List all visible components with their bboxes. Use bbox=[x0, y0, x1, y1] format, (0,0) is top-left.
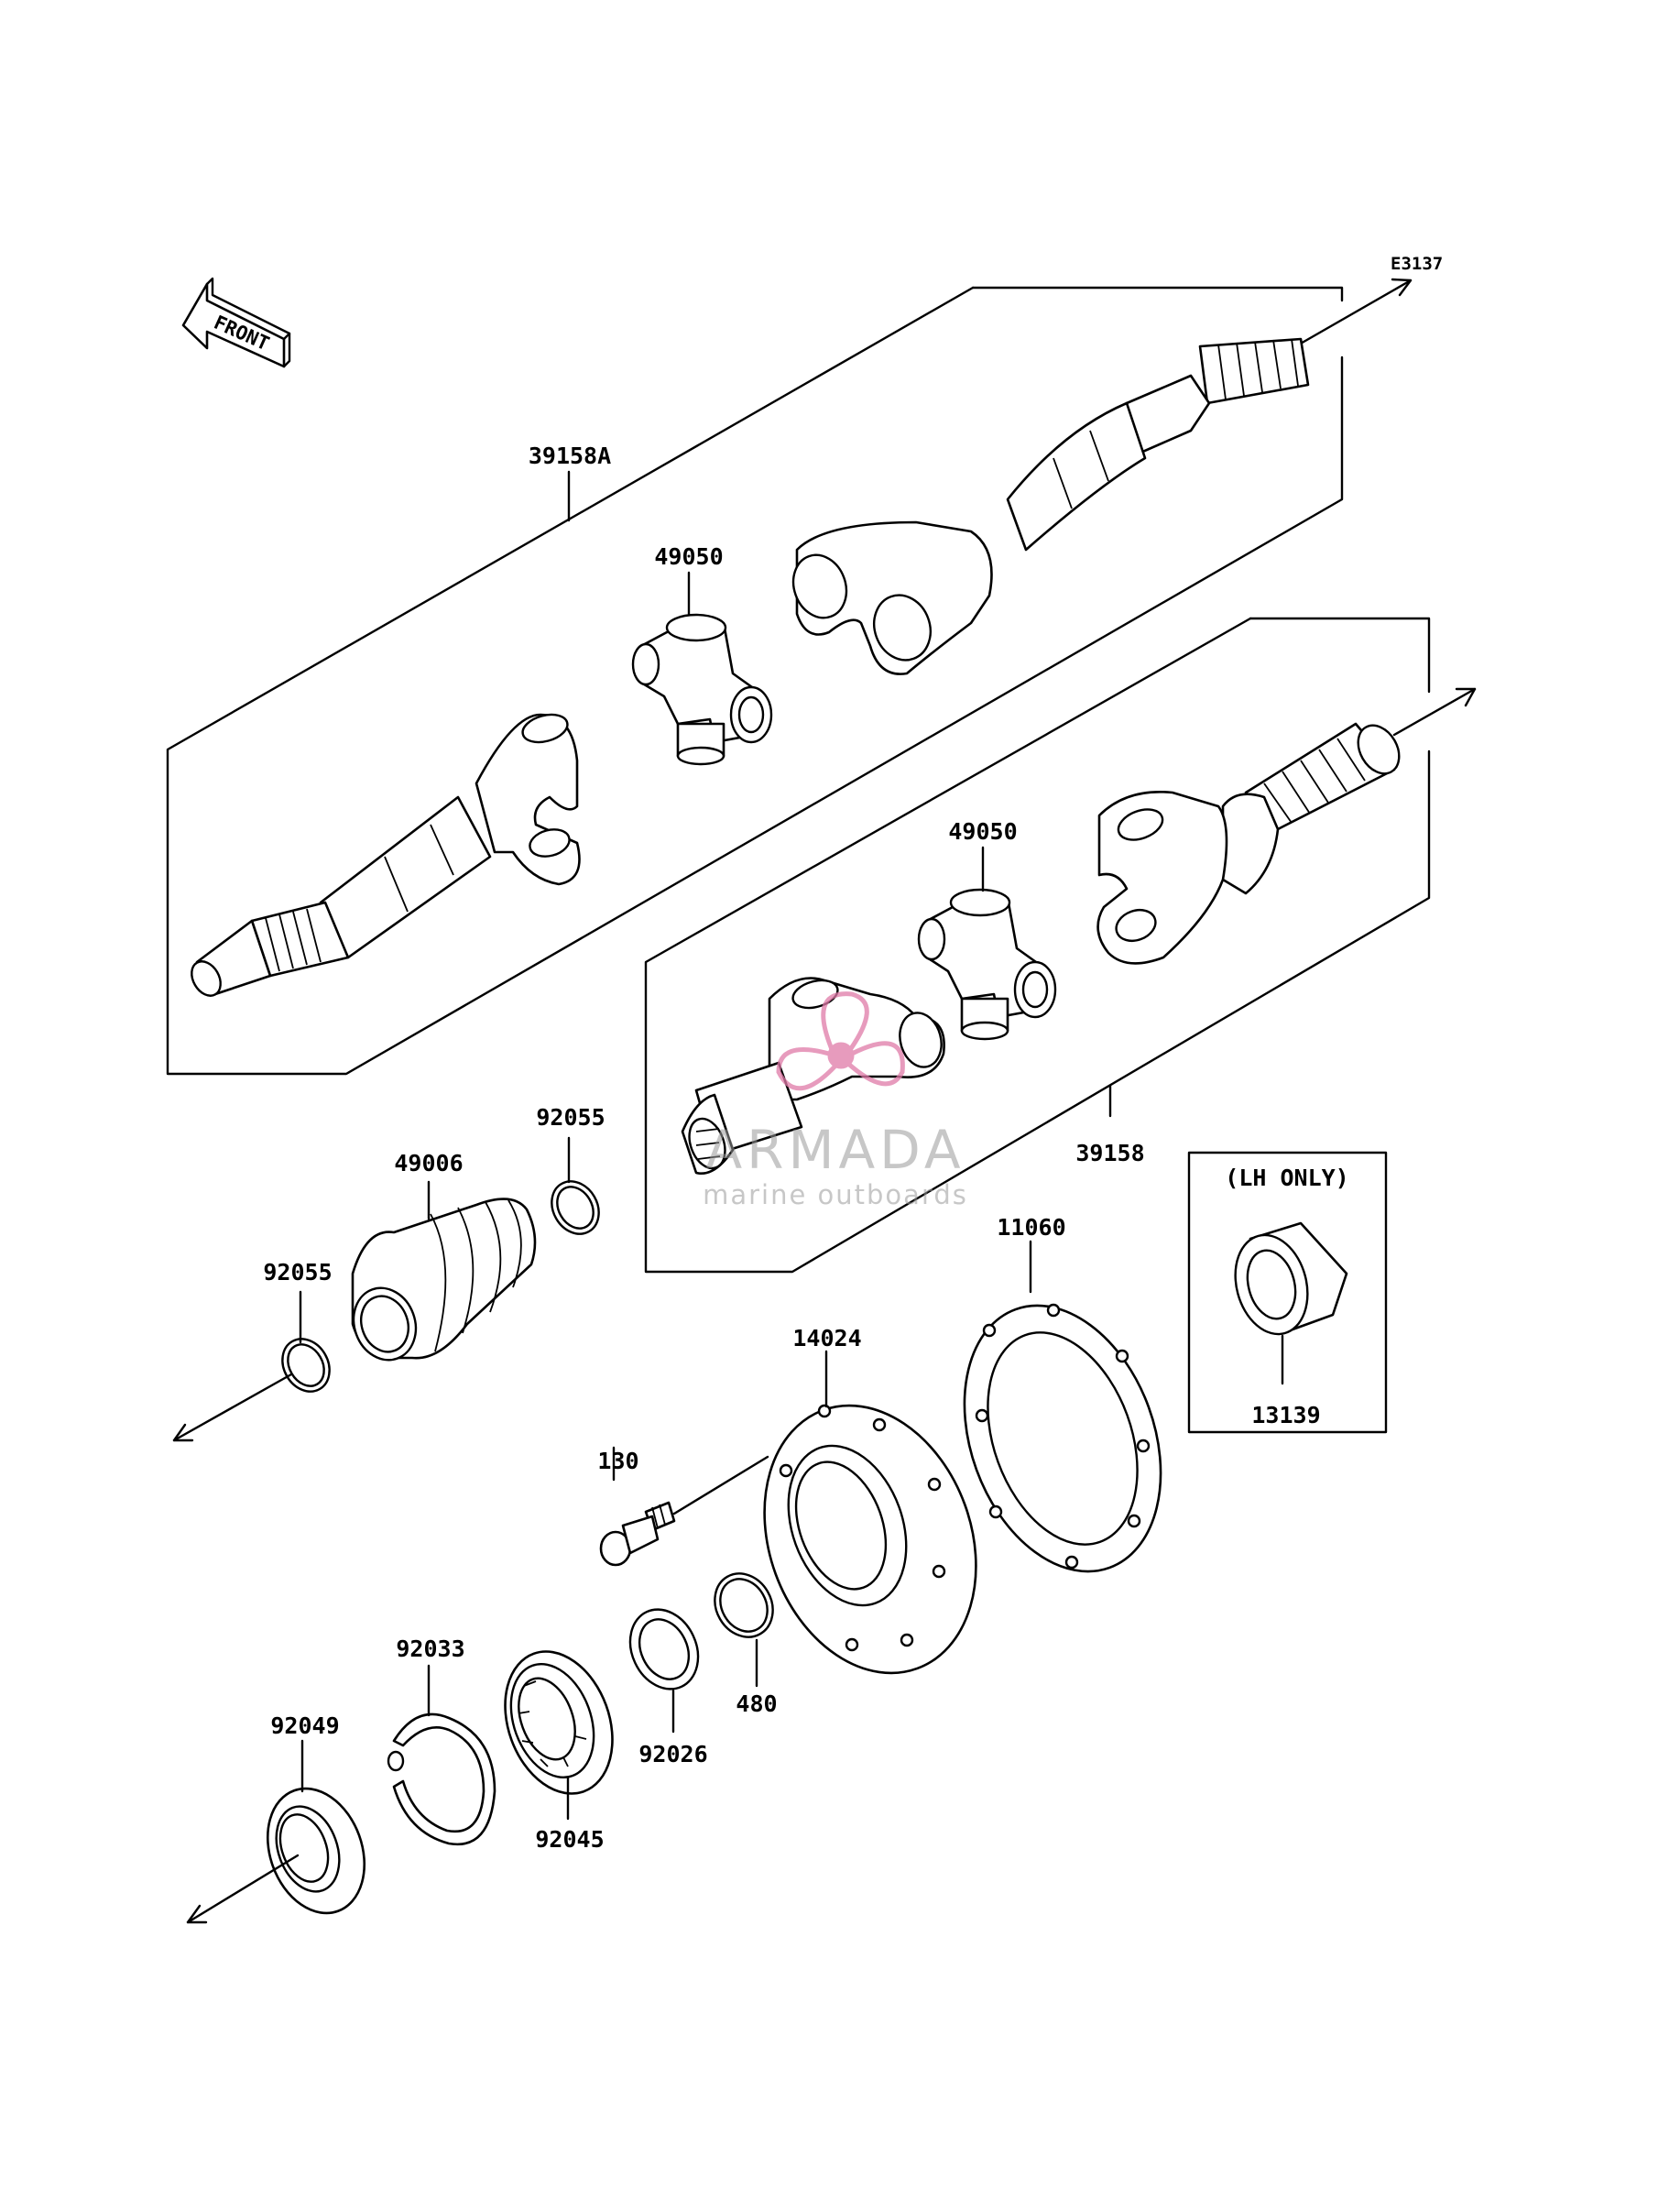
universal-joint-b bbox=[917, 888, 1057, 1041]
callout-39158: 39158 bbox=[1075, 1140, 1144, 1166]
shaft-assembly-a-frame bbox=[166, 278, 1413, 1076]
front-arrow-icon: FRONT bbox=[181, 277, 291, 368]
watermark: ARMADA marine outboards bbox=[703, 991, 968, 1210]
lh-only-box: (LH ONLY) bbox=[1187, 1151, 1388, 1434]
snap-ring bbox=[387, 1664, 496, 1846]
ball-bearing bbox=[504, 1650, 614, 1821]
watermark-tagline: marine outboards bbox=[703, 1179, 968, 1210]
callout-92055-top: 92055 bbox=[536, 1104, 605, 1131]
bolt bbox=[599, 1446, 769, 1567]
callout-92045: 92045 bbox=[535, 1826, 604, 1853]
circlip-small bbox=[714, 1572, 774, 1688]
watermark-brand: ARMADA bbox=[705, 1119, 965, 1181]
drive-shaft-a-outer bbox=[791, 337, 1310, 675]
callout-labels: 39158A 49050 49050 39158 92055 49006 920… bbox=[263, 443, 1320, 1853]
gasket bbox=[963, 1240, 1162, 1573]
callout-92033: 92033 bbox=[396, 1636, 464, 1662]
propeller-logo-icon bbox=[776, 991, 905, 1091]
callout-92055-left: 92055 bbox=[263, 1259, 332, 1285]
oil-seal bbox=[186, 1739, 366, 1924]
lh-only-label: (LH ONLY) bbox=[1225, 1165, 1348, 1191]
drive-shaft-b-outer bbox=[1096, 722, 1401, 965]
o-ring-left bbox=[172, 1290, 331, 1442]
callout-11060: 11060 bbox=[997, 1214, 1065, 1241]
o-ring-top bbox=[551, 1136, 600, 1235]
housing bbox=[763, 1350, 977, 1675]
callout-92026: 92026 bbox=[638, 1741, 707, 1767]
callout-39158a: 39158A bbox=[529, 443, 611, 469]
callout-49050-b: 49050 bbox=[948, 818, 1017, 845]
callout-130: 130 bbox=[597, 1448, 638, 1474]
boot bbox=[351, 1180, 537, 1362]
callout-92049: 92049 bbox=[270, 1712, 339, 1739]
washer bbox=[628, 1608, 700, 1734]
drive-shaft-a-inner bbox=[191, 713, 581, 997]
callout-14024: 14024 bbox=[792, 1325, 861, 1351]
callout-49050-a: 49050 bbox=[654, 543, 723, 570]
universal-joint-a bbox=[631, 613, 773, 766]
callout-49006: 49006 bbox=[394, 1150, 463, 1176]
callout-480: 480 bbox=[736, 1690, 777, 1717]
callout-13139: 13139 bbox=[1251, 1402, 1320, 1428]
shaft-assembly-b-frame bbox=[644, 617, 1477, 1274]
diagram-code: E3137 bbox=[1391, 254, 1443, 274]
